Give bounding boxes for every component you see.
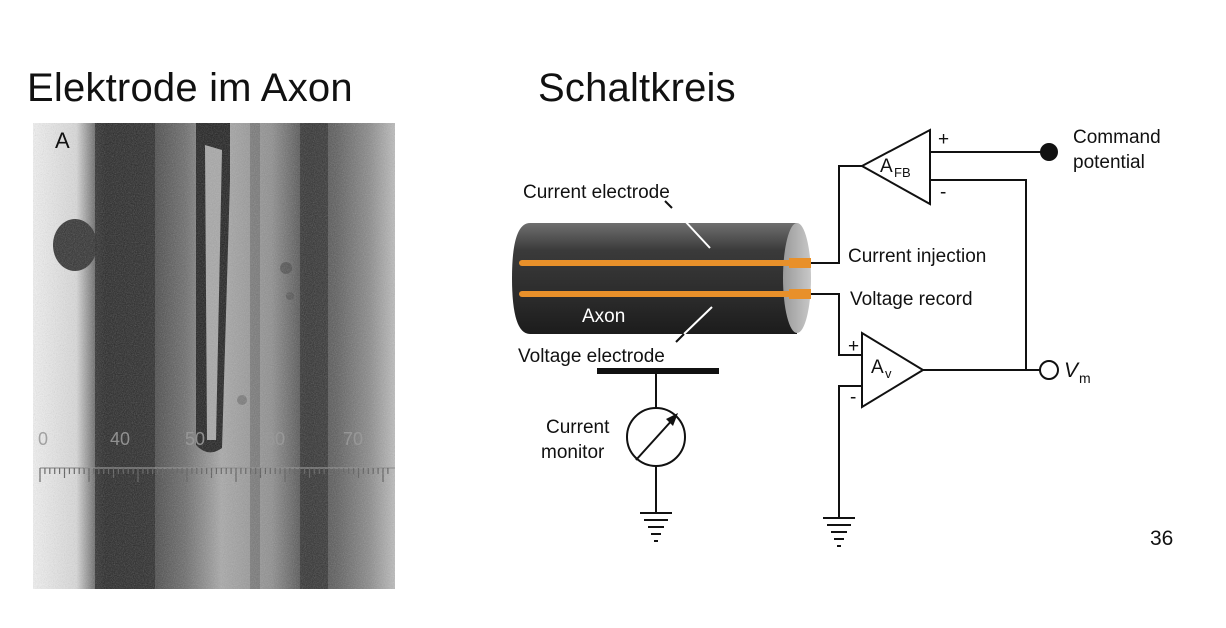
amp-fb-label: A bbox=[880, 156, 893, 177]
scale-number: 60 bbox=[265, 429, 285, 449]
plus-sign: + bbox=[848, 336, 859, 357]
voltage-electrode-leader bbox=[683, 306, 713, 335]
scale-number: 40 bbox=[110, 429, 130, 449]
amp-fb-subscript: FB bbox=[894, 165, 911, 180]
vm-subscript: m bbox=[1079, 370, 1091, 386]
command-potential-label: Command bbox=[1073, 127, 1161, 148]
minus-sign: - bbox=[940, 182, 946, 203]
command-potential-label-2: potential bbox=[1073, 152, 1145, 173]
command-potential-terminal bbox=[1040, 143, 1058, 161]
amp-v-subscript: v bbox=[885, 366, 892, 381]
circuit-wires bbox=[655, 151, 1048, 518]
vm-label: V bbox=[1064, 359, 1080, 382]
ground-icon bbox=[823, 517, 855, 547]
current-electrode-label: Current electrode bbox=[523, 182, 670, 203]
current-electrode-leader bbox=[670, 205, 711, 249]
scale-number: 0 bbox=[38, 429, 48, 449]
current-monitor-meter bbox=[626, 407, 686, 467]
plus-sign: + bbox=[938, 129, 949, 150]
voltage-electrode-label: Voltage electrode bbox=[518, 346, 665, 367]
axon-electrode-photo: A 0 40 50 60 70 bbox=[33, 123, 395, 589]
current-monitor-label-2: monitor bbox=[541, 442, 605, 463]
voltage-record-label: Voltage record bbox=[850, 289, 973, 310]
axon-label: Axon bbox=[582, 306, 625, 327]
current-monitor-label: Current bbox=[546, 417, 610, 438]
panel-letter: A bbox=[55, 128, 70, 153]
vm-terminal bbox=[1039, 360, 1059, 380]
minus-sign: - bbox=[850, 387, 856, 408]
ground-icon bbox=[640, 512, 672, 542]
voltage-amplifier: A v + - bbox=[848, 331, 925, 409]
photo-content: A 0 40 50 60 70 bbox=[33, 123, 395, 589]
left-title: Elektrode im Axon bbox=[27, 66, 353, 110]
current-injection-label: Current injection bbox=[848, 246, 986, 267]
page-number: 36 bbox=[1150, 527, 1174, 550]
scale-number: 50 bbox=[185, 429, 205, 449]
scale-number: 70 bbox=[343, 429, 363, 449]
right-title: Schaltkreis bbox=[538, 66, 736, 110]
amp-v-label: A bbox=[871, 357, 884, 378]
axon-cylinder bbox=[512, 223, 811, 334]
feedback-amplifier: A FB + - bbox=[859, 128, 949, 206]
bath-electrode-bar bbox=[597, 368, 719, 374]
